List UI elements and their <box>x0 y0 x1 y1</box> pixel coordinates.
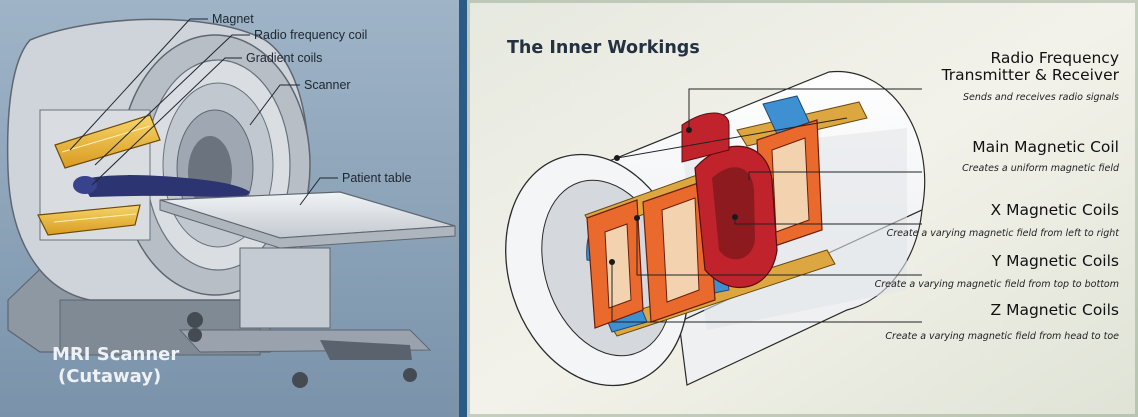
label-main-coil-heading: Main Magnetic Coil <box>972 138 1119 156</box>
panel-caption-line1: MRI Scanner <box>52 344 179 365</box>
label-rf-heading-line2: Transmitter & Receiver <box>941 66 1120 84</box>
leader-dots <box>609 127 738 265</box>
label-y-coils-description: Create a varying magnetic field from top… <box>875 279 1119 290</box>
label-x-coils-heading: X Magnetic Coils <box>991 201 1119 219</box>
label-rf-heading-line1: Radio Frequency <box>990 49 1119 67</box>
inner-workings-diagram: The Inner Workings <box>467 0 1138 417</box>
panel-caption-line2: (Cutaway) <box>58 366 161 387</box>
callout-magnet: Magnet <box>212 12 254 26</box>
component-labels: Radio Frequency Transmitter & Receiver S… <box>875 49 1121 342</box>
label-z-coils-description: Create a varying magnetic field from hea… <box>885 331 1119 342</box>
diagram-title: The Inner Workings <box>507 38 700 58</box>
label-x-coils-description: Create a varying magnetic field from lef… <box>887 228 1121 239</box>
label-y-coils-heading: Y Magnetic Coils <box>991 252 1119 270</box>
callout-scanner: Scanner <box>304 78 351 92</box>
label-main-coil-description: Creates a uniform magnetic field <box>962 163 1120 174</box>
callout-gradient-coils: Gradient coils <box>246 51 322 65</box>
callout-radio-frequency-coil: Radio frequency coil <box>254 28 367 42</box>
callout-patient-table: Patient table <box>342 171 412 185</box>
inner-workings-panel: The Inner Workings <box>467 0 1138 417</box>
patient-figure <box>73 175 250 198</box>
callout-lines <box>69 18 338 206</box>
mri-scanner-illustration: Magnet Radio frequency coil Gradient coi… <box>0 0 459 417</box>
label-z-coils-heading: Z Magnetic Coils <box>991 301 1119 319</box>
mri-scanner-panel: Magnet Radio frequency coil Gradient coi… <box>0 0 459 417</box>
patient-table <box>159 191 456 388</box>
label-rf-description: Sends and receives radio signals <box>963 92 1119 103</box>
